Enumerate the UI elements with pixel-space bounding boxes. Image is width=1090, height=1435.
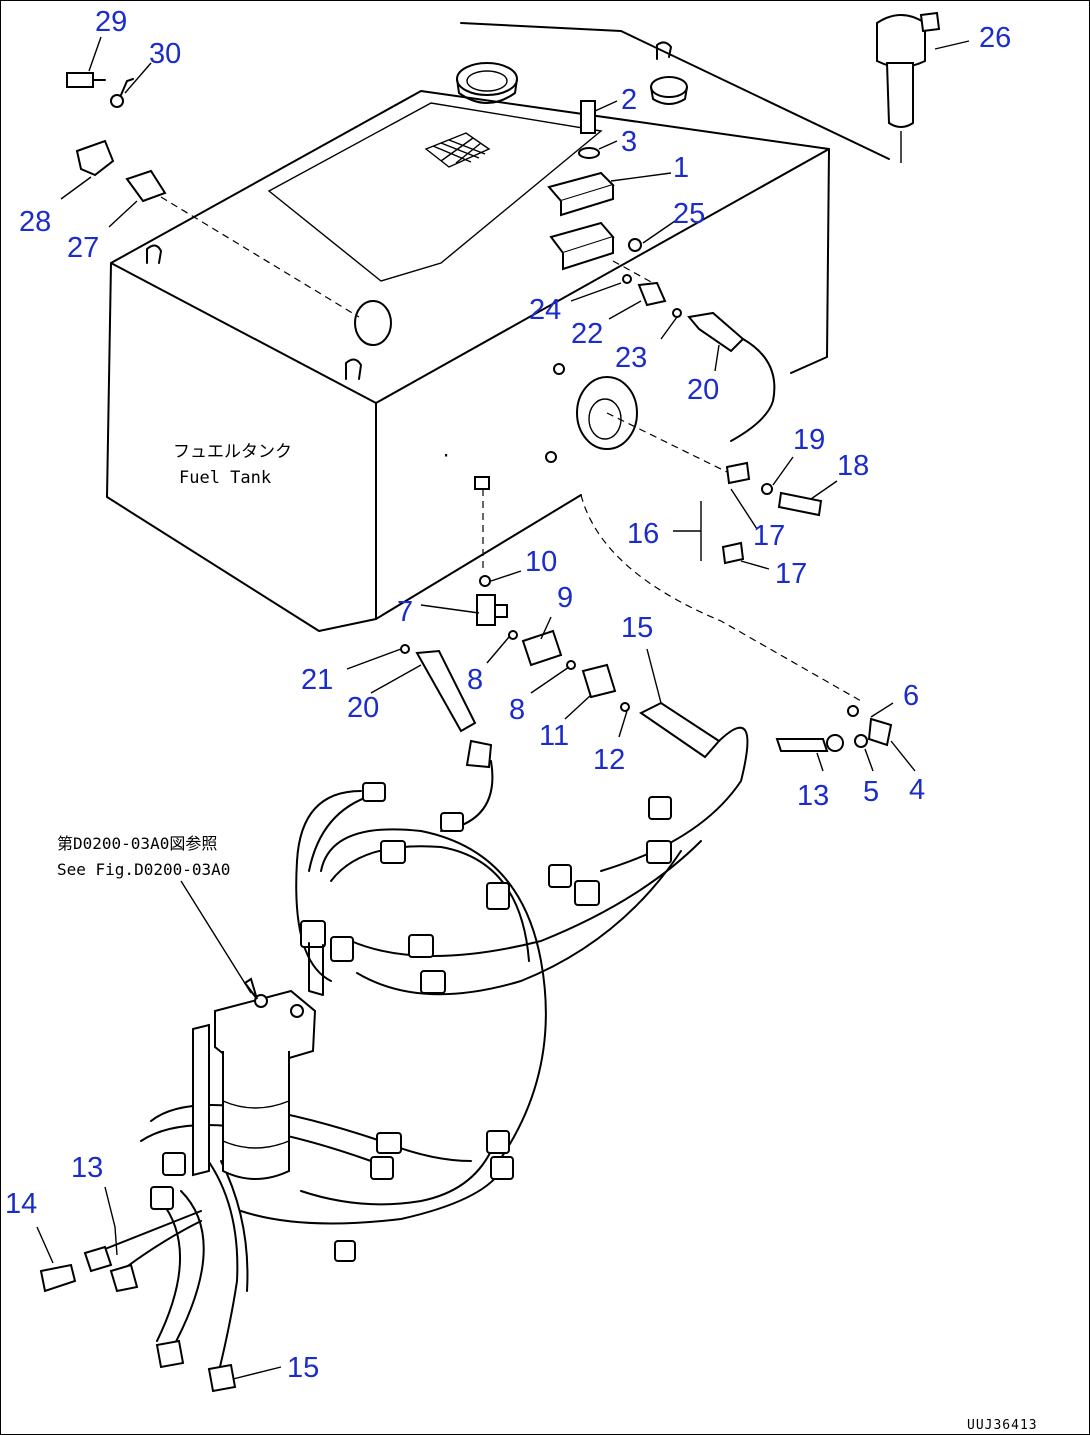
callout-19: 19 xyxy=(793,424,825,456)
callout-30: 30 xyxy=(149,38,181,70)
filler-neck xyxy=(456,62,518,104)
callout-12: 12 xyxy=(593,744,625,776)
callout-8b: 8 xyxy=(509,694,525,726)
hose-20-lower xyxy=(400,644,494,832)
hose-network xyxy=(104,782,702,1372)
callout-8a: 8 xyxy=(467,664,483,696)
callout-27: 27 xyxy=(67,232,99,264)
callout-25: 25 xyxy=(673,198,705,230)
callout-22: 22 xyxy=(571,318,603,350)
tee-fitting-group xyxy=(476,489,862,712)
lower-hoses xyxy=(39,1245,237,1393)
callout-15a: 15 xyxy=(621,612,653,644)
callout-numbers: 1 2 3 4 5 6 7 8 8 9 10 11 12 13 13 14 15… xyxy=(5,6,1011,1384)
callout-20a: 20 xyxy=(687,374,719,406)
hose-15-upper xyxy=(600,701,749,872)
callout-13b: 13 xyxy=(71,1152,103,1184)
drawing-code: UUJ36413 xyxy=(967,1418,1038,1433)
fuel-filter xyxy=(192,989,317,1180)
callout-4: 4 xyxy=(909,774,925,806)
callout-11: 11 xyxy=(539,720,569,752)
callout-21: 21 xyxy=(301,664,333,696)
callout-1: 1 xyxy=(673,152,689,184)
side-fittings xyxy=(775,705,893,752)
breather-cap xyxy=(876,11,941,163)
tank-label-jp: フュエルタンク xyxy=(173,442,292,462)
level-sender-group xyxy=(66,72,360,318)
return-hose-upper xyxy=(612,260,776,442)
callout-13a: 13 xyxy=(797,780,829,812)
callout-20b: 20 xyxy=(347,692,379,724)
callout-10: 10 xyxy=(525,546,557,578)
callout-24: 24 xyxy=(529,294,561,326)
reference-note-en: See Fig.D0200-03A0 xyxy=(57,860,230,879)
fuel-tank: · フュエルタンク Fuel Tank xyxy=(106,22,890,632)
callout-3: 3 xyxy=(621,126,637,158)
callout-17b: 17 xyxy=(775,558,807,590)
tank-label-en: Fuel Tank xyxy=(179,468,271,488)
callout-5: 5 xyxy=(863,776,879,808)
callout-26: 26 xyxy=(979,22,1011,54)
callout-23: 23 xyxy=(615,342,647,374)
callout-2: 2 xyxy=(621,84,637,116)
callout-16: 16 xyxy=(627,518,659,550)
callout-6: 6 xyxy=(903,680,919,712)
callout-14: 14 xyxy=(5,1188,37,1220)
callout-9: 9 xyxy=(557,582,573,614)
svg-text:·: · xyxy=(441,446,451,466)
callout-15b: 15 xyxy=(287,1352,319,1384)
callout-18: 18 xyxy=(837,450,869,482)
callout-7: 7 xyxy=(397,596,413,628)
strainer-mesh xyxy=(424,132,491,168)
bracket-block xyxy=(547,100,642,271)
tank-flange xyxy=(545,363,638,463)
reference-leader xyxy=(180,880,252,994)
reference-note-jp: 第D0200-03A0図参照 xyxy=(57,834,217,853)
callout-28: 28 xyxy=(19,206,51,238)
callout-17a: 17 xyxy=(753,520,785,552)
leader-lines xyxy=(36,36,970,1380)
callout-29: 29 xyxy=(95,6,127,38)
